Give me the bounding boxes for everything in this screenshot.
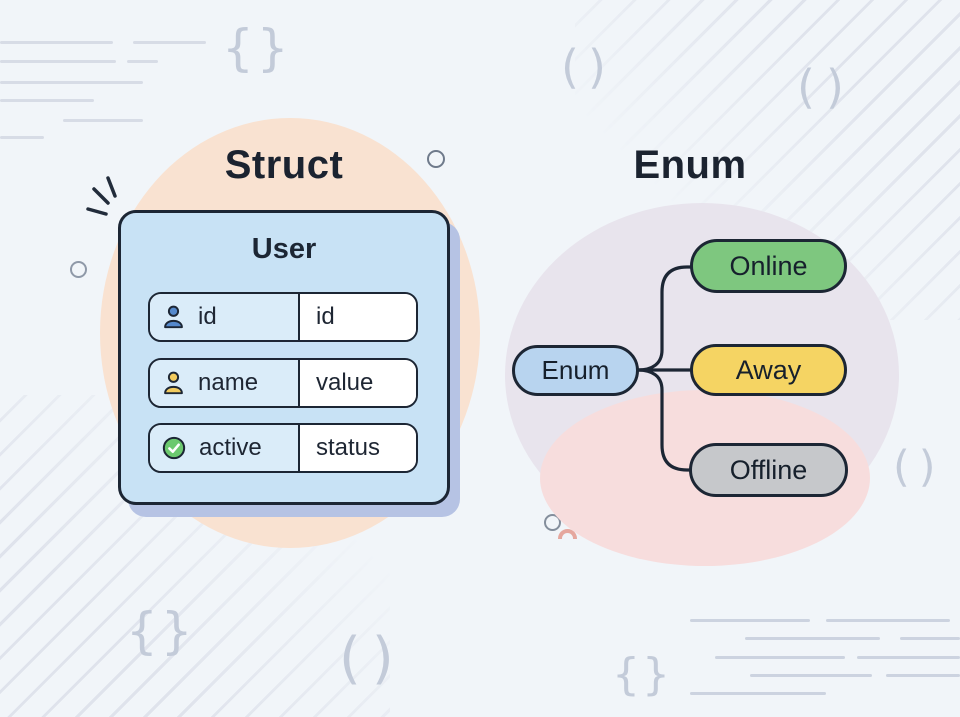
- enum-root-node: Enum: [512, 345, 639, 396]
- enum-variant-label: Away: [735, 354, 802, 385]
- decor-line: [690, 692, 826, 695]
- field-value-cell: status: [300, 425, 416, 471]
- decor-line: [63, 119, 143, 122]
- braces-icon: {}: [612, 649, 672, 700]
- decor-line: [0, 41, 113, 44]
- struct-card-title: User: [251, 233, 317, 265]
- field-label: name: [198, 369, 259, 396]
- decor-line: [857, 656, 960, 659]
- circle-decor: [427, 150, 445, 168]
- struct-heading: Struct: [224, 143, 344, 187]
- field-name-cell: active: [150, 425, 300, 471]
- braces-icon: {}: [126, 602, 196, 660]
- circle-decor: [544, 514, 561, 531]
- field-name-cell: id: [150, 294, 300, 340]
- person-icon: [164, 371, 183, 395]
- enum-variant-label: Offline: [729, 454, 808, 485]
- parens-icon: (): [561, 40, 615, 94]
- decor-line: [745, 637, 880, 640]
- field-name-cell: name: [150, 360, 300, 406]
- decor-line: [127, 60, 158, 63]
- decor-line: [886, 674, 960, 677]
- struct-field-row: id id: [148, 292, 418, 342]
- check-circle-icon: [162, 436, 186, 460]
- circle-decor: [70, 261, 87, 278]
- decor-line: [133, 41, 206, 44]
- field-value: value: [316, 369, 374, 396]
- struct-field-row: name value: [148, 358, 418, 408]
- enum-heading: Enum: [633, 143, 747, 187]
- field-label: active: [199, 434, 262, 461]
- decor-line: [0, 60, 116, 63]
- braces-icon: {}: [222, 19, 292, 77]
- field-label: id: [198, 303, 217, 330]
- decor-line: [715, 656, 845, 659]
- decor-line: [900, 637, 960, 640]
- decor-line: [750, 674, 872, 677]
- enum-variant-offline: Offline: [689, 443, 848, 497]
- enum-root-label: Enum: [541, 355, 610, 385]
- field-value-cell: id: [300, 294, 416, 340]
- field-value: id: [316, 303, 335, 330]
- enum-variant-away: Away: [690, 344, 847, 396]
- decor-line: [0, 81, 143, 84]
- decor-line: [0, 136, 44, 139]
- person-icon: [164, 305, 183, 329]
- arc-decor: [558, 529, 577, 539]
- decor-line: [0, 99, 94, 102]
- decor-line: [826, 619, 950, 622]
- sparkle-icon: [86, 176, 117, 216]
- field-value-cell: value: [300, 360, 416, 406]
- field-value: status: [316, 434, 381, 461]
- parens-icon: (): [797, 60, 855, 114]
- parens-icon: (): [339, 626, 405, 691]
- parens-icon: (): [893, 442, 945, 492]
- decor-line: [690, 619, 810, 622]
- enum-variant-online: Online: [690, 239, 847, 293]
- struct-field-row: active status: [148, 423, 418, 473]
- enum-variant-label: Online: [729, 250, 808, 281]
- struct-card: User id id name value: [118, 210, 450, 505]
